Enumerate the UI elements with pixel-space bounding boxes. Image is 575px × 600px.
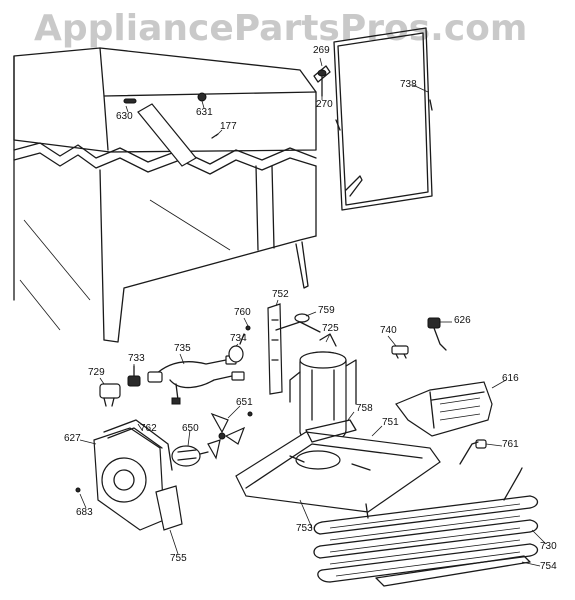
part-759-grommet: [294, 313, 310, 323]
callout-758: 758: [356, 403, 373, 414]
part-651-fan-blade: [207, 411, 253, 460]
part-626-valve: [427, 317, 447, 351]
cabinet: [13, 47, 317, 343]
part-760-screw: [245, 325, 251, 331]
callout-740: 740: [380, 325, 397, 336]
callout-738: 738: [400, 79, 417, 90]
callout-761: 761: [502, 439, 519, 450]
callout-753: 753: [296, 523, 313, 534]
callout-627: 627: [64, 433, 81, 444]
callout-760: 760: [234, 307, 251, 318]
callout-754: 754: [540, 561, 557, 572]
callout-650: 650: [182, 423, 199, 434]
callout-755: 755: [170, 553, 187, 564]
hinge-269-270: [313, 65, 331, 97]
part-734-capacitor: [228, 333, 245, 363]
part-733-overload: [127, 365, 141, 387]
leader-lines: [79, 57, 547, 567]
watermark-logo: AppliancePartsPros.com: [34, 8, 528, 49]
door-gasket-738: [333, 27, 433, 211]
callout-683: 683: [76, 507, 93, 518]
part-627-fan-shroud: [93, 427, 165, 531]
callout-269: 269: [313, 45, 330, 56]
callout-177: 177: [220, 121, 237, 132]
part-751-base-tray: [235, 431, 441, 519]
part-631-grommet: [197, 92, 207, 102]
part-754-bracket: [375, 555, 531, 587]
callout-734: 734: [230, 333, 247, 344]
part-752-bracket: [267, 303, 321, 395]
callout-730: 730: [540, 541, 557, 552]
callout-735: 735: [174, 343, 191, 354]
part-630-latch: [123, 98, 137, 104]
callout-729: 729: [88, 367, 105, 378]
callout-270: 270: [316, 99, 333, 110]
callout-725: 725: [322, 323, 339, 334]
callout-630: 630: [116, 111, 133, 122]
part-761-clip: [475, 439, 487, 449]
callout-733: 733: [128, 353, 145, 364]
callout-616: 616: [502, 373, 519, 384]
part-683-screw: [75, 487, 81, 493]
part-755-plate: [155, 485, 183, 531]
part-758-mount: [305, 419, 357, 443]
callout-751: 751: [382, 417, 399, 428]
callout-631: 631: [196, 107, 213, 118]
part-650-fan-motor: [171, 445, 209, 467]
part-729-relay: [99, 383, 121, 407]
callout-759: 759: [318, 305, 335, 316]
part-762-gasket: [103, 419, 173, 471]
part-740-clamp: [391, 345, 409, 359]
part-735-harness: [147, 355, 245, 405]
part-616-tray: [395, 381, 493, 437]
callout-651: 651: [236, 397, 253, 408]
callout-626: 626: [454, 315, 471, 326]
callout-762: 762: [140, 423, 157, 434]
part-725-compressor: [289, 333, 357, 443]
callout-752: 752: [272, 289, 289, 300]
